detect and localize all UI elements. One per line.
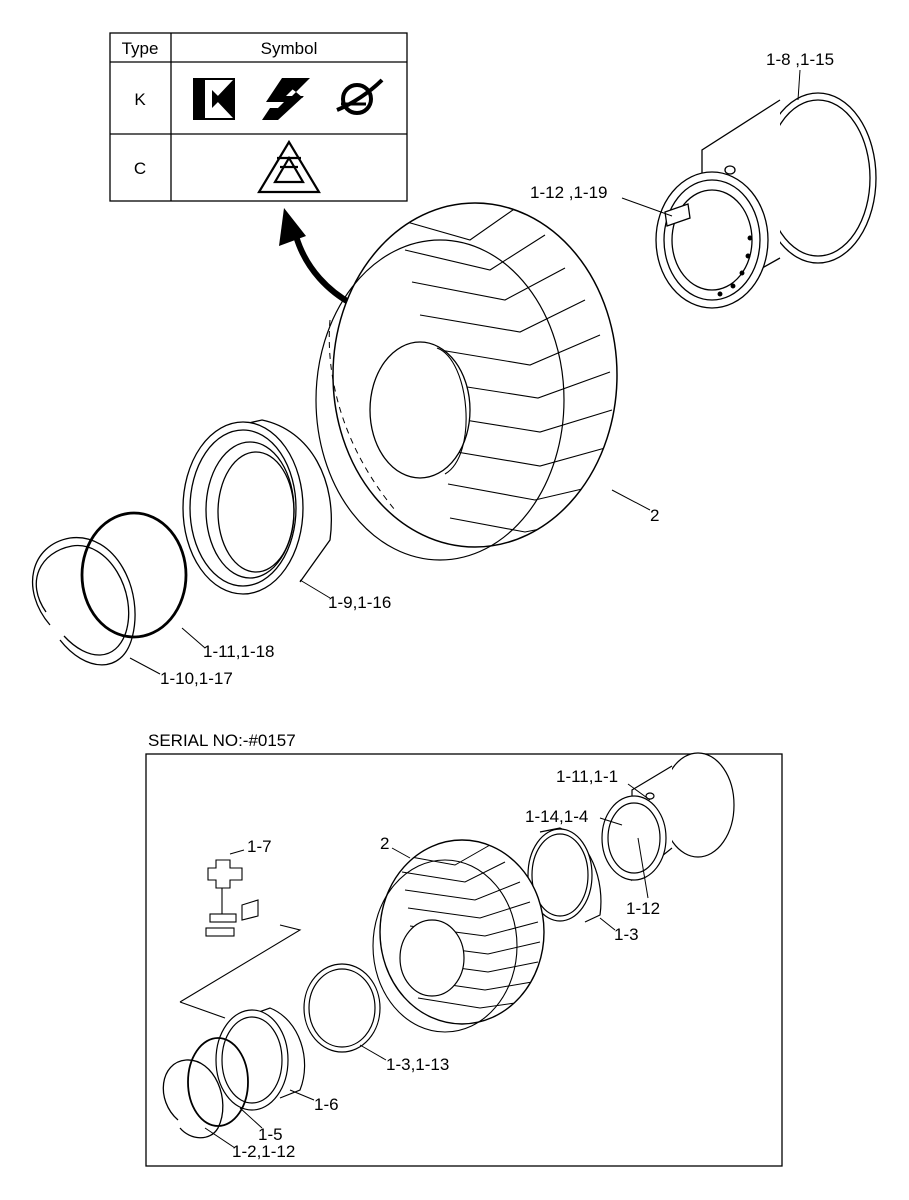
rim-outer <box>655 92 877 309</box>
bead-seat-lower <box>215 1007 306 1111</box>
symbol-table <box>109 32 408 202</box>
label-bead-seat-lower: 1-6 <box>314 1095 339 1114</box>
lock-ring-lower <box>162 1059 224 1139</box>
label-flange-left: 1-3,1-13 <box>386 1055 449 1074</box>
label-tire-lower: 2 <box>380 834 389 853</box>
bead-seat-upper <box>182 419 332 595</box>
label-rim-outer: 1-8 ,1-15 <box>766 50 834 69</box>
o-ring-upper <box>80 511 188 639</box>
label-lock-ring-key: 1-12 ,1-19 <box>530 183 608 202</box>
globe-logo-icon <box>336 78 384 115</box>
flange-left-lower <box>303 963 381 1053</box>
k-logo-icon <box>193 78 235 120</box>
triangle-logo-icon <box>257 139 321 194</box>
label-tire-upper: 2 <box>650 506 659 525</box>
lower-frame <box>145 753 783 1167</box>
r-logo-icon <box>262 78 310 120</box>
upper-leader-lines <box>129 69 801 675</box>
lock-ring-upper <box>31 537 136 666</box>
serial-number: SERIAL NO:-#0157 <box>148 731 296 750</box>
lower-leader-lines <box>204 783 651 1149</box>
label-valve: 1-7 <box>247 837 272 856</box>
label-rim-inner-lower: 1-14,1-4 <box>525 807 588 826</box>
rim-lower <box>601 752 735 882</box>
label-bead-seat-upper: 1-9,1-16 <box>328 593 391 612</box>
label-lock-ring-upper: 1-10,1-17 <box>160 669 233 688</box>
label-flange-right: 1-3 <box>614 925 639 944</box>
tire-upper <box>315 202 618 561</box>
label-key: 1-12 <box>626 899 660 918</box>
label-o-ring-lower: 1-5 <box>258 1125 283 1144</box>
table-header-symbol: Symbol <box>261 39 318 58</box>
valve-bracket <box>179 859 302 1019</box>
label-rim-lower: 1-11,1-1 <box>556 767 618 786</box>
table-type-c: C <box>134 159 146 178</box>
flange-right-lower <box>527 827 602 923</box>
tire-lower <box>372 839 545 1033</box>
label-lock-ring-lower: 1-2,1-12 <box>232 1142 295 1161</box>
table-type-k: K <box>134 90 146 109</box>
table-header-type: Type <box>122 39 159 58</box>
label-o-ring-upper: 1-11,1-18 <box>203 642 275 661</box>
o-ring-lower <box>187 1037 249 1127</box>
